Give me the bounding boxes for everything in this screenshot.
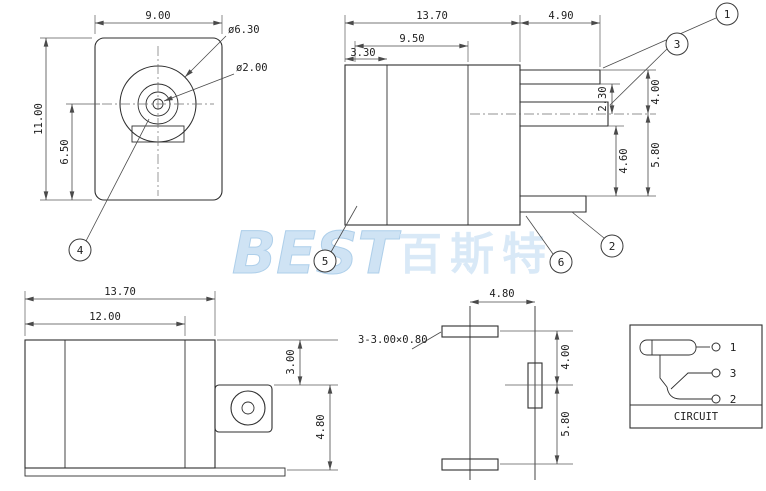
mount-flange: [24, 467, 286, 477]
balloon-4: [68, 238, 92, 262]
dim-bottom-total: 13.70: [104, 286, 136, 298]
barrel-outline: [214, 384, 273, 433]
front-view: 9.00 11.00 6.50 ø6.30 ø2.00 4: [33, 10, 268, 262]
circuit-pin-2: [711, 394, 721, 404]
balloon-3: [665, 32, 689, 56]
slot-note: 3-3.00×0.80: [358, 334, 428, 346]
balloon-3-label: 3: [674, 38, 681, 51]
dim-pin-diameter: ø2.00: [236, 62, 268, 74]
dim-footprint-5-80: 5.80: [560, 411, 572, 436]
middle-terminal-pin: [519, 101, 609, 127]
circuit-pin-3: [711, 368, 721, 378]
barrel-end-circle: [230, 390, 266, 426]
footprint-view: 4.80 4.00 5.80 3-3.00×0.80: [358, 288, 573, 480]
top-terminal-pin: [519, 69, 601, 85]
pad-middle: [527, 362, 543, 409]
balloon-5-label: 5: [322, 255, 329, 268]
dim-outer-diameter: ø6.30: [228, 24, 260, 36]
circuit-pin-1-label: 1: [730, 341, 737, 354]
dim-bottom-3-00: 3.00: [285, 349, 297, 374]
balloon-2: [600, 234, 624, 258]
barrel-pin-circle: [241, 401, 255, 415]
bottom-terminal-pin: [519, 195, 587, 213]
sleeve-down-wire: [659, 355, 668, 388]
dim-side-front: 3.30: [350, 47, 375, 59]
bottom-view: 13.70 12.00 3.00 4.80: [24, 286, 338, 477]
bottom-body-outline: [24, 339, 216, 469]
balloon-4-label: 4: [77, 244, 84, 257]
circuit-pin-3-label: 3: [730, 367, 737, 380]
jack-body-outline: [94, 37, 223, 201]
dim-bottom-body: 12.00: [89, 311, 121, 323]
watermark: BEST 百斯特: [232, 219, 554, 288]
sleeve-contact-wire: [666, 386, 712, 400]
dim-side-body: 9.50: [399, 33, 424, 45]
circuit-pin-1: [711, 342, 721, 352]
dim-footprint-4-00: 4.00: [560, 344, 572, 369]
dim-bottom-4-80: 4.80: [315, 414, 327, 439]
dim-side-4-60: 4.60: [618, 148, 630, 173]
dim-side-4-00: 4.00: [650, 79, 662, 104]
watermark-cjk: 百斯特: [398, 229, 554, 280]
circuit-pin-2-label: 2: [730, 393, 737, 406]
dim-side-2-30: 2.30: [597, 86, 609, 111]
dim-front-center: 6.50: [59, 139, 71, 164]
dim-side-pin-length: 4.90: [548, 10, 573, 22]
switch-contact-wire: [670, 372, 712, 390]
dim-front-width: 9.00: [145, 10, 170, 22]
circuit-diagram: CIRCUIT 1 3 2: [629, 324, 763, 429]
balloon-2-label: 2: [609, 240, 616, 253]
pad-bottom: [441, 458, 499, 471]
balloon-1: [715, 2, 739, 26]
balloon-1-label: 1: [724, 8, 731, 21]
balloon-6-label: 6: [558, 256, 565, 269]
balloon-5: [313, 249, 337, 273]
dim-side-total: 13.70: [416, 10, 448, 22]
dim-footprint-pitch: 4.80: [489, 288, 514, 300]
plug-barrel-symbol: [639, 339, 697, 356]
pad-top: [441, 325, 499, 338]
balloon-6: [549, 250, 573, 274]
side-view: 13.70 4.90 9.50 3.30 2.30 4.00 5.80 4.60…: [313, 2, 739, 274]
dim-front-height: 11.00: [33, 103, 45, 135]
dim-side-5-80: 5.80: [650, 142, 662, 167]
circuit-box: [629, 324, 763, 429]
side-body-outline: [344, 64, 521, 226]
circuit-label: CIRCUIT: [674, 411, 719, 423]
